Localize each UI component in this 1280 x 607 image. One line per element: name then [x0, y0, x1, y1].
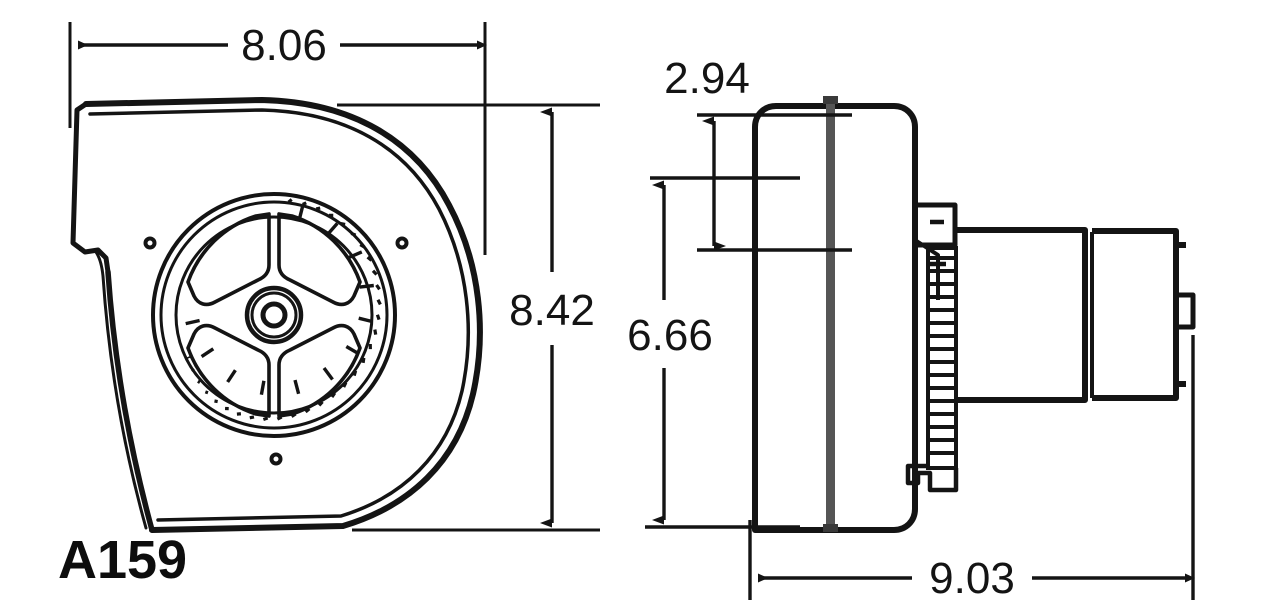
vent-fin-foot — [905, 463, 959, 493]
motor-vent-fins — [905, 246, 959, 493]
cutwater-inner-line — [94, 250, 148, 530]
front-view-group — [70, 97, 483, 533]
dimension-label-8-06: 8.06 — [241, 21, 327, 70]
mounting-hole-right — [395, 236, 409, 250]
dimension-label-9-03: 9.03 — [929, 554, 1015, 603]
impeller-blade-band-outer — [159, 200, 389, 430]
side-housing-inlet-step — [915, 202, 958, 248]
part-number-label: A159 — [58, 530, 187, 590]
vent-fin-slats — [928, 256, 956, 455]
side-view-group — [752, 96, 1196, 533]
mounting-hole-bottom — [269, 452, 283, 466]
dimension-motor-mount-height: 2.94 — [664, 54, 852, 252]
housing-left-wall — [70, 101, 111, 275]
dimension-label-8-42: 8.42 — [509, 286, 595, 335]
dimension-label-6-66: 6.66 — [627, 311, 713, 360]
motor-rear-lug — [1176, 292, 1196, 330]
motor-body-front-section — [956, 227, 1088, 403]
dimension-overall-width: 8.06 — [68, 21, 487, 255]
dimension-overall-height: 8.42 — [337, 103, 600, 532]
impeller-outer-ring — [151, 192, 397, 438]
scroll-housing-outer-outline — [83, 97, 483, 533]
motor-body-rear-section — [1092, 228, 1179, 401]
hub-outer-circle — [244, 285, 304, 345]
hub-middle-circle — [250, 291, 298, 339]
impeller-band-dividers — [185, 204, 374, 396]
impeller-blade-band-inner — [174, 215, 374, 415]
dimension-overall-depth: 9.03 — [748, 335, 1195, 603]
scroll-housing-inner-outline — [88, 108, 470, 522]
impeller-wheel — [151, 192, 397, 438]
impeller-spider-arms — [186, 212, 362, 418]
impeller-shaft-bar — [826, 100, 835, 532]
dimension-label-2-94: 2.94 — [664, 54, 750, 103]
shaft-top-cap — [823, 96, 838, 104]
side-housing-body — [752, 103, 918, 533]
cutwater-outline — [105, 269, 155, 533]
impeller-blade-slots — [187, 198, 382, 421]
vent-fin-frame — [926, 246, 958, 470]
shaft-bottom-cap — [823, 524, 838, 532]
hub-bore-circle — [260, 301, 288, 329]
dimension-housing-height: 6.66 — [627, 176, 800, 529]
mounting-hole-left — [143, 236, 157, 250]
